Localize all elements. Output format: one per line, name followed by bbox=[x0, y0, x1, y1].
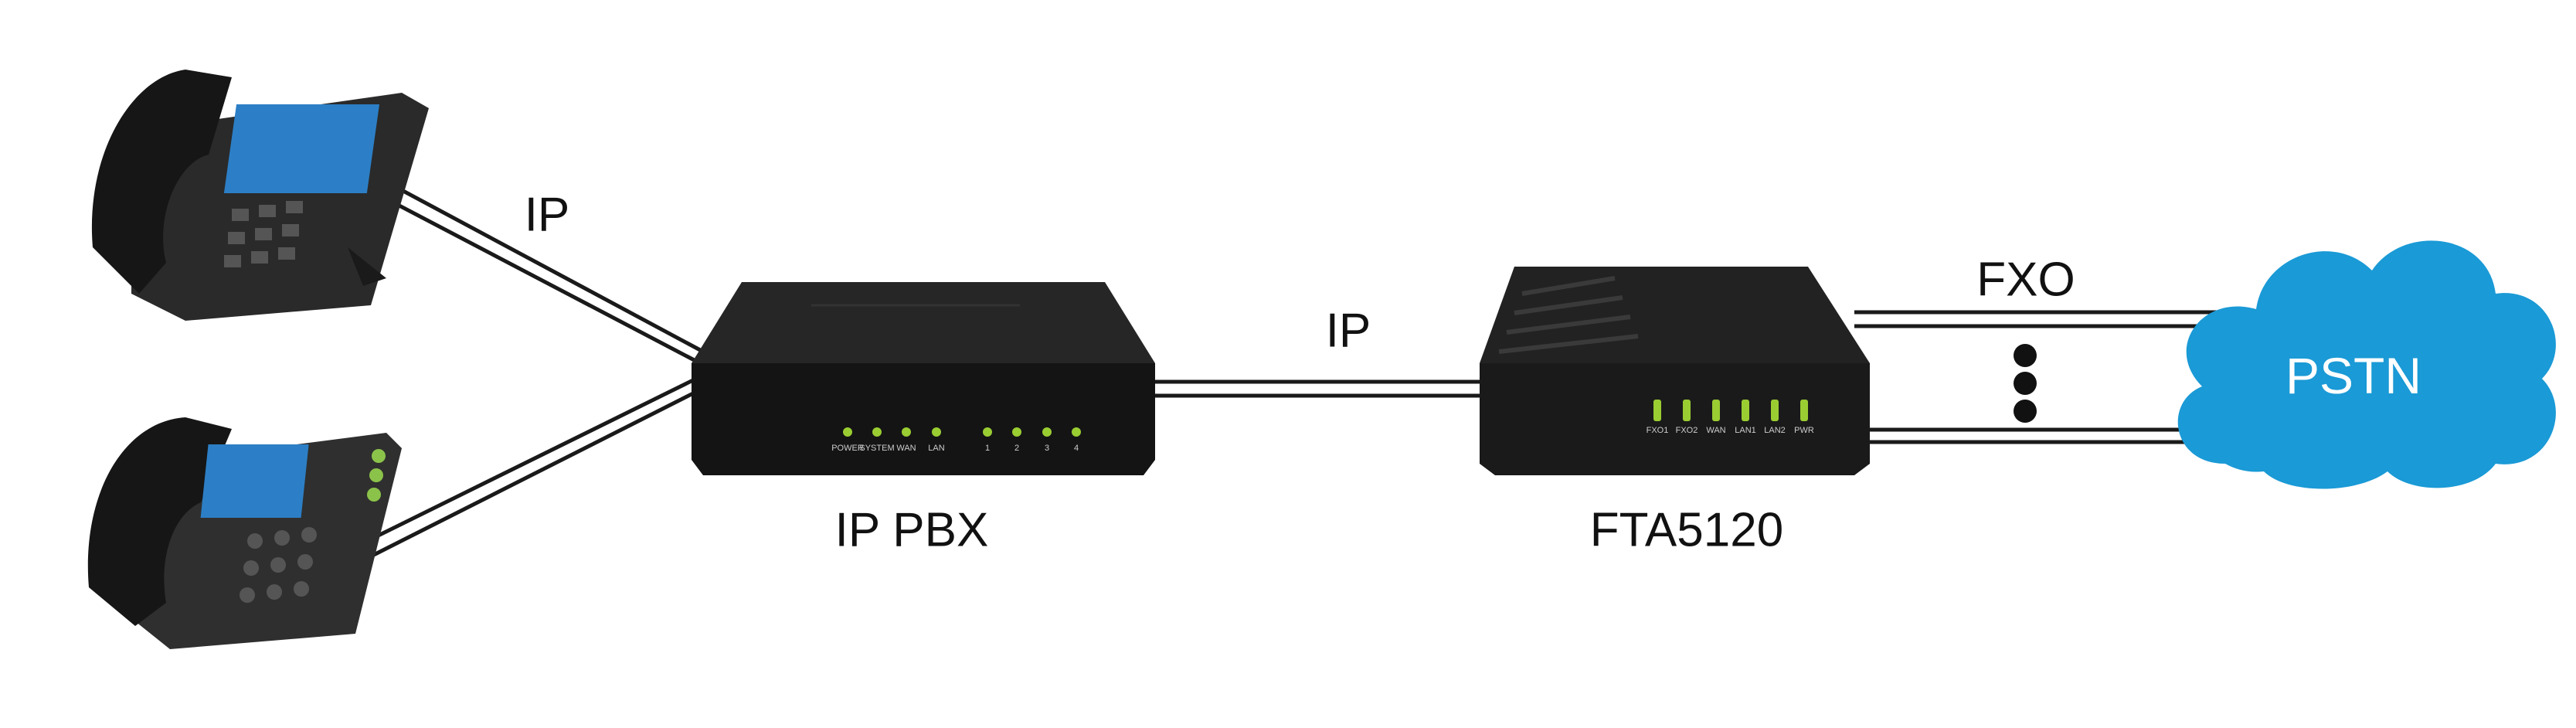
gateway-led bbox=[1712, 400, 1720, 421]
fta5120-gateway: FXO1 FXO2 WAN LAN1 LAN2 PWR bbox=[1480, 267, 1870, 475]
pbx-led bbox=[932, 427, 941, 437]
pbx-led bbox=[983, 427, 992, 437]
pbx-led-label: POWER bbox=[831, 444, 864, 453]
pbx-led-label: 1 bbox=[985, 444, 990, 453]
pbx-led bbox=[902, 427, 911, 437]
gateway-led-label: FXO2 bbox=[1676, 426, 1698, 435]
pbx-led bbox=[1042, 427, 1052, 437]
link-pbx-gateway bbox=[1155, 379, 1487, 398]
gateway-led-label: FXO1 bbox=[1647, 426, 1669, 435]
gateway-label: FTA5120 bbox=[1589, 503, 1784, 557]
link-label-ip-pbx: IP bbox=[1325, 304, 1371, 358]
gateway-led bbox=[1742, 400, 1749, 421]
gateway-led bbox=[1800, 400, 1808, 421]
gateway-led-label: LAN2 bbox=[1764, 426, 1786, 435]
link-label-ip-phones: IP bbox=[524, 188, 570, 242]
ip-phone-2 bbox=[87, 417, 402, 649]
link-gateway-pstn-1 bbox=[1854, 310, 2217, 328]
gateway-led bbox=[1653, 400, 1661, 421]
gateway-led bbox=[1683, 400, 1691, 421]
pbx-led bbox=[843, 427, 852, 437]
pbx-led bbox=[1012, 427, 1021, 437]
pbx-led-label: 4 bbox=[1074, 444, 1079, 453]
gateway-led bbox=[1771, 400, 1779, 421]
pbx-led-label: 2 bbox=[1014, 444, 1019, 453]
pbx-led-label: SYSTEM bbox=[859, 444, 894, 453]
link-label-fxo: FXO bbox=[1976, 253, 2075, 307]
pbx-led-label: LAN bbox=[928, 444, 944, 453]
ip-phone-1 bbox=[91, 70, 429, 321]
link-phone1-pbx bbox=[377, 175, 705, 367]
pbx-led bbox=[1072, 427, 1081, 437]
pstn-label: PSTN bbox=[2285, 347, 2422, 404]
link-phone2-pbx bbox=[350, 375, 701, 566]
gateway-led-label: WAN bbox=[1706, 426, 1725, 435]
ellipsis-dots bbox=[2014, 344, 2037, 423]
pbx-led-label: WAN bbox=[896, 444, 916, 453]
gateway-led-label: PWR bbox=[1794, 426, 1814, 435]
pbx-label: IP PBX bbox=[834, 503, 989, 557]
pstn-cloud bbox=[2177, 240, 2556, 489]
pbx-led-label: 3 bbox=[1045, 444, 1049, 453]
link-gateway-pstn-2 bbox=[1854, 427, 2217, 444]
gateway-led-label: LAN1 bbox=[1735, 426, 1756, 435]
pbx-led bbox=[872, 427, 882, 437]
